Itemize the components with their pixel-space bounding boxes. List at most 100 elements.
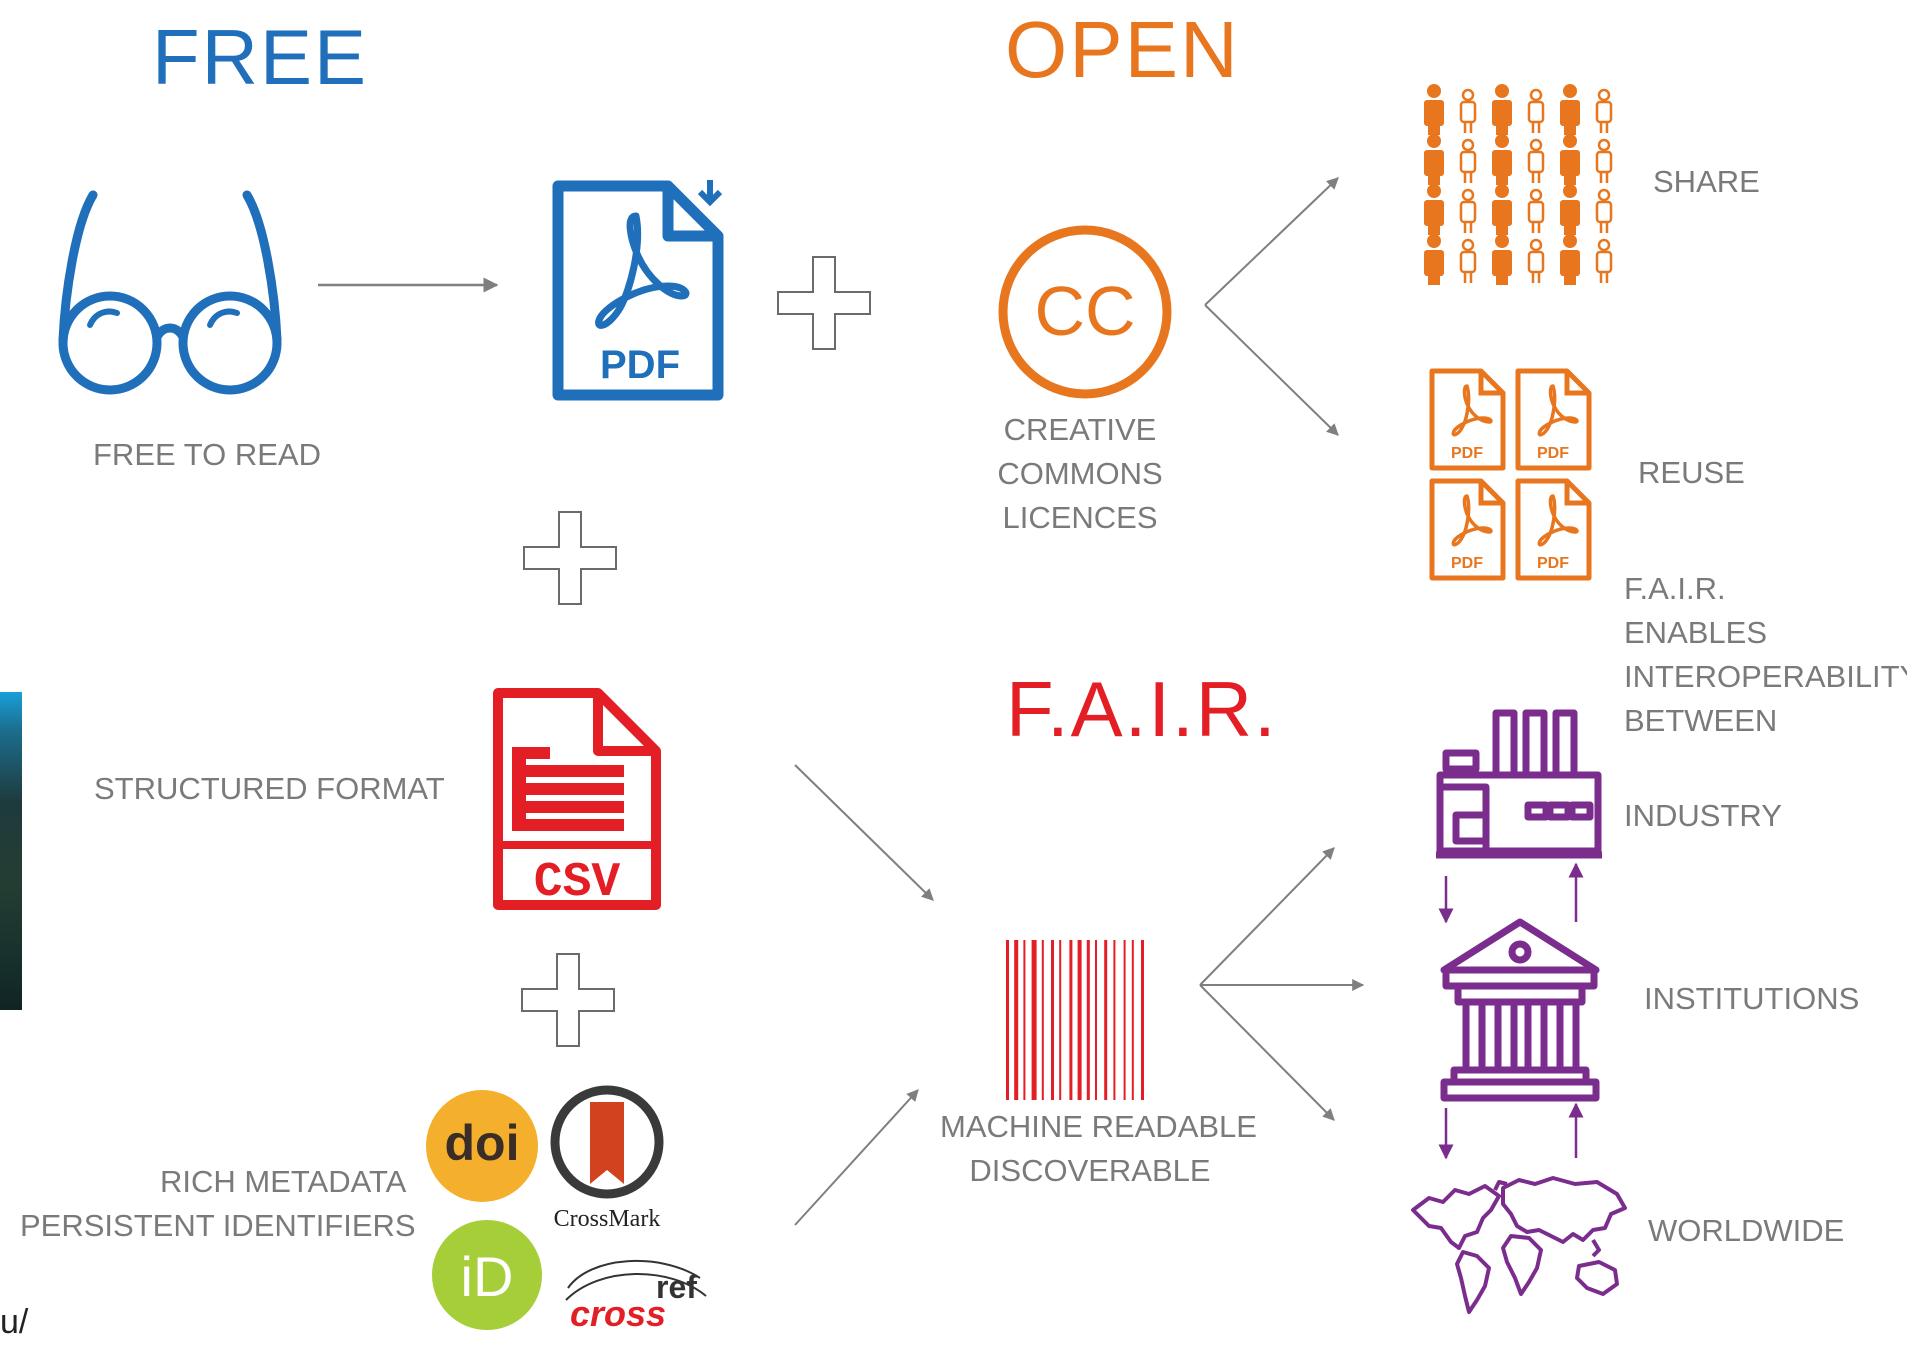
barcode-bar	[1051, 940, 1054, 1100]
barcode-bar	[1095, 940, 1097, 1100]
plus-icon	[521, 953, 615, 1047]
barcode-bar	[1113, 940, 1116, 1100]
free-to-read-label: FREE TO READ	[93, 437, 321, 472]
svg-text:CrossMark: CrossMark	[554, 1206, 661, 1232]
machine-readable-line2: DISCOVERABLE	[969, 1153, 1211, 1188]
doi-logo: doi	[426, 1090, 538, 1202]
barcode-bar	[1014, 940, 1019, 1100]
pdf-grid-icon: PDF PDF PDF PDF	[1429, 368, 1592, 581]
barcode-bar	[1023, 940, 1026, 1100]
svg-text:PDF: PDF	[1537, 445, 1569, 462]
barcode-to-industry-arrow	[1199, 847, 1335, 986]
svg-text:cross: cross	[570, 1293, 666, 1334]
barcode-bar	[1131, 940, 1134, 1100]
fair-enables-line1: F.A.I.R.	[1624, 571, 1726, 606]
pdf-document-icon: PDF	[552, 180, 724, 401]
person-icon	[1492, 134, 1512, 185]
person-icon	[1424, 234, 1444, 285]
barcode-bar	[1059, 940, 1062, 1100]
person-icon	[1595, 238, 1613, 283]
fair-enables-line4: BETWEEN	[1624, 703, 1778, 738]
person-icon	[1595, 188, 1613, 233]
svg-text:ref: ref	[656, 1269, 697, 1305]
plus-icon	[777, 256, 871, 350]
creative-commons-icon: CC	[998, 225, 1172, 399]
person-icon	[1595, 88, 1613, 133]
cc-to-share-arrow	[1204, 177, 1339, 306]
person-icon	[1560, 84, 1580, 135]
plus-icon	[523, 511, 617, 605]
fair-enables-line3: INTEROPERABILITY	[1624, 659, 1907, 694]
person-icon	[1595, 138, 1613, 183]
people-crowd-icon	[1424, 84, 1613, 285]
partial-url-text: u/	[0, 1303, 29, 1341]
person-icon	[1459, 238, 1477, 283]
barcode-bar	[1041, 940, 1044, 1100]
institution-icon	[1440, 918, 1600, 1102]
svg-text:doi: doi	[445, 1115, 520, 1171]
svg-text:PDF: PDF	[600, 343, 680, 387]
fair-enables-label: F.A.I.R. ENABLES INTEROPERABILITY BETWEE…	[1624, 567, 1907, 743]
pdf-document-icon: PDF	[1515, 478, 1592, 581]
creative-commons-line2: COMMONS	[997, 456, 1163, 491]
glasses-icon	[58, 190, 282, 395]
svg-text:CC: CC	[1034, 272, 1135, 350]
open-heading: OPEN	[1005, 5, 1240, 94]
free-heading: FREE	[152, 13, 369, 101]
crossmark-logo: CrossMark	[550, 1085, 664, 1232]
person-icon	[1424, 84, 1444, 135]
share-label: SHARE	[1653, 164, 1760, 199]
person-icon	[1459, 188, 1477, 233]
person-icon	[1527, 138, 1545, 183]
reuse-label: REUSE	[1638, 455, 1745, 490]
person-icon	[1560, 134, 1580, 185]
metadata-to-barcode-arrow	[794, 1089, 919, 1226]
csv-to-barcode-arrow	[794, 764, 934, 901]
crossref-logo: cross ref	[565, 1259, 707, 1334]
creative-commons-label: CREATIVE COMMONS LICENCES	[960, 408, 1200, 540]
pdf-document-icon: PDF	[1429, 478, 1506, 581]
institutions-label: INSTITUTIONS	[1644, 981, 1860, 1016]
rich-metadata-line1: RICH METADATA	[160, 1164, 407, 1199]
barcode-icon	[1006, 940, 1144, 1100]
structured-format-label: STRUCTURED FORMAT	[94, 771, 445, 806]
pdf-document-icon: PDF	[1429, 368, 1506, 471]
person-icon	[1492, 234, 1512, 285]
svg-text:PDF: PDF	[1451, 445, 1483, 462]
person-icon	[1459, 138, 1477, 183]
cropped-photo	[0, 692, 22, 1010]
svg-text:iD: iD	[461, 1245, 514, 1308]
persistent-identifiers-label: PERSISTENT IDENTIFIERS	[20, 1204, 416, 1248]
svg-text:PDF: PDF	[1537, 555, 1569, 572]
barcode-bar	[1123, 940, 1126, 1100]
machine-readable-label: MACHINE READABLE DISCOVERABLE	[940, 1105, 1257, 1193]
svg-text:CSV: CSV	[534, 856, 621, 910]
csv-document-icon: CSV	[493, 688, 661, 910]
barcode-bar	[1069, 940, 1073, 1100]
worldwide-label: WORLDWIDE	[1648, 1213, 1845, 1248]
barcode-bar	[1006, 940, 1009, 1100]
barcode-bar	[1141, 940, 1144, 1100]
creative-commons-line1: CREATIVE	[1003, 412, 1157, 447]
person-icon	[1424, 184, 1444, 235]
svg-text:PDF: PDF	[1451, 555, 1483, 572]
person-icon	[1560, 184, 1580, 235]
rich-metadata-label: RICH METADATA	[160, 1160, 407, 1204]
industry-label: INDUSTRY	[1624, 798, 1782, 833]
fair-enables-line2: ENABLES	[1624, 615, 1768, 650]
person-icon	[1527, 188, 1545, 233]
rich-metadata-line2: PERSISTENT IDENTIFIERS	[20, 1208, 416, 1243]
person-icon	[1424, 134, 1444, 185]
barcode-to-worldwide-arrow	[1199, 984, 1335, 1121]
person-icon	[1459, 88, 1477, 133]
fair-heading: F.A.I.R.	[1006, 665, 1278, 753]
factory-icon	[1436, 709, 1602, 859]
orcid-logo: iD	[432, 1220, 542, 1330]
barcode-bar	[1031, 940, 1037, 1100]
machine-readable-line1: MACHINE READABLE	[940, 1109, 1257, 1144]
person-icon	[1527, 238, 1545, 283]
person-icon	[1527, 88, 1545, 133]
identifier-logos: doi CrossMark iD cross ref	[420, 1080, 740, 1350]
creative-commons-line3: LICENCES	[1002, 500, 1158, 535]
